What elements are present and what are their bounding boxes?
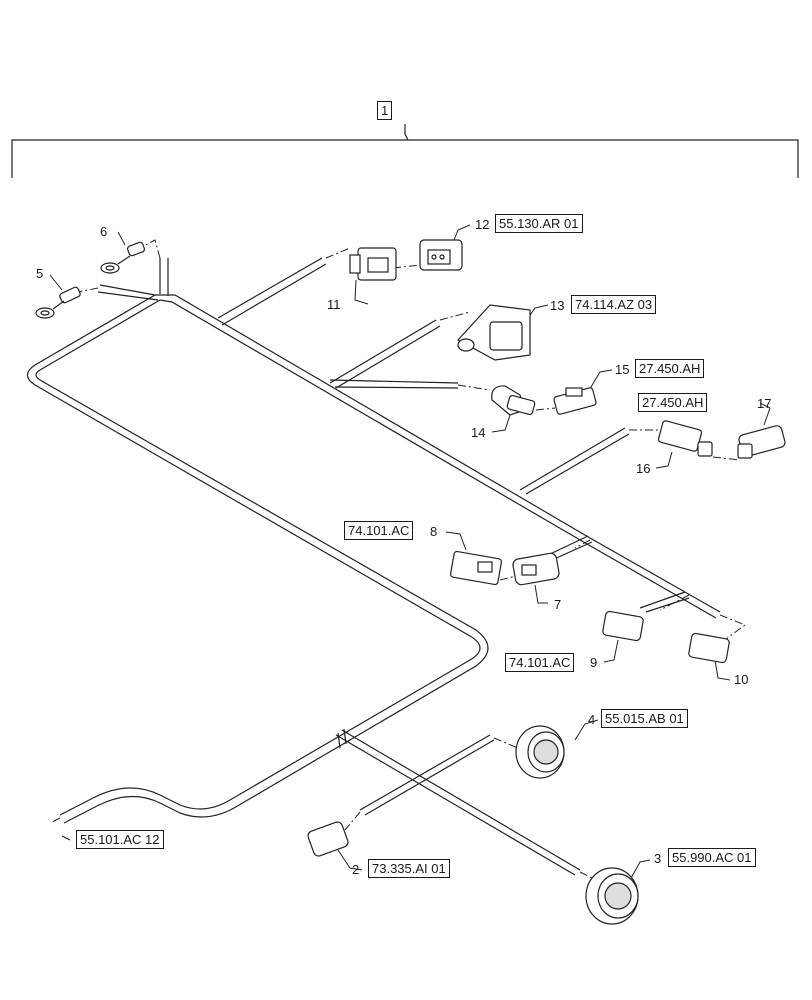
connector-13-icon: [457, 304, 531, 361]
ring-terminal-5-icon: [35, 286, 81, 319]
ref-box-harness-end[interactable]: 55.101.AC 12: [76, 830, 164, 849]
item-number-12: 12: [475, 217, 490, 232]
connector-15-icon: [553, 387, 597, 415]
connector-9-icon: [602, 610, 644, 642]
harness-trunk: [26, 257, 721, 876]
item-number-17: 17: [757, 396, 772, 411]
connector-14-icon: [491, 385, 536, 416]
assembly-bracket: [11, 124, 799, 178]
ref-box-13[interactable]: 74.114.AZ 03: [571, 295, 657, 314]
item-number-4: 4: [588, 712, 596, 727]
ref-box-12[interactable]: 55.130.AR 01: [495, 214, 583, 233]
item-number-5: 5: [36, 266, 44, 281]
item-number-9: 9: [590, 655, 598, 670]
item-number-2: 2: [352, 862, 360, 877]
connector-8-icon: [449, 550, 503, 586]
ref-box-3[interactable]: 55.990.AC 01: [668, 848, 756, 867]
item-number-6: 6: [100, 224, 108, 239]
ref-box-17[interactable]: 27.450.AH: [638, 393, 708, 412]
item-number-11: 11: [327, 297, 341, 312]
assembly-item-label: 1: [377, 101, 393, 120]
connector-12-icon: [419, 239, 463, 271]
connector-17-icon: [737, 425, 786, 459]
connector-7-icon: [512, 552, 560, 586]
item-number-10: 10: [734, 672, 749, 687]
item-number-7: 7: [554, 597, 562, 612]
connector-11-icon: [349, 247, 397, 281]
item-number-14: 14: [471, 425, 486, 440]
item-number-3: 3: [654, 851, 662, 866]
connector-16-icon: [657, 420, 713, 457]
ref-box-15[interactable]: 27.450.AH: [635, 359, 705, 378]
item-number-15: 15: [615, 362, 630, 377]
round-connector-3-icon: [585, 867, 639, 925]
ring-terminal-6-icon: [100, 241, 145, 274]
ref-box-8[interactable]: 74.101.AC: [344, 521, 414, 540]
connector-2-icon: [307, 821, 349, 857]
round-connector-4-icon: [515, 725, 565, 779]
ref-box-4[interactable]: 55.015.AB 01: [601, 709, 688, 728]
item-number-8: 8: [430, 524, 438, 539]
ref-box-2[interactable]: 73.335.AI 01: [368, 859, 450, 878]
ref-box-9[interactable]: 74.101.AC: [505, 653, 575, 672]
item-number-13: 13: [550, 298, 565, 313]
item-number-16: 16: [636, 461, 651, 476]
connector-10-icon: [688, 632, 730, 664]
